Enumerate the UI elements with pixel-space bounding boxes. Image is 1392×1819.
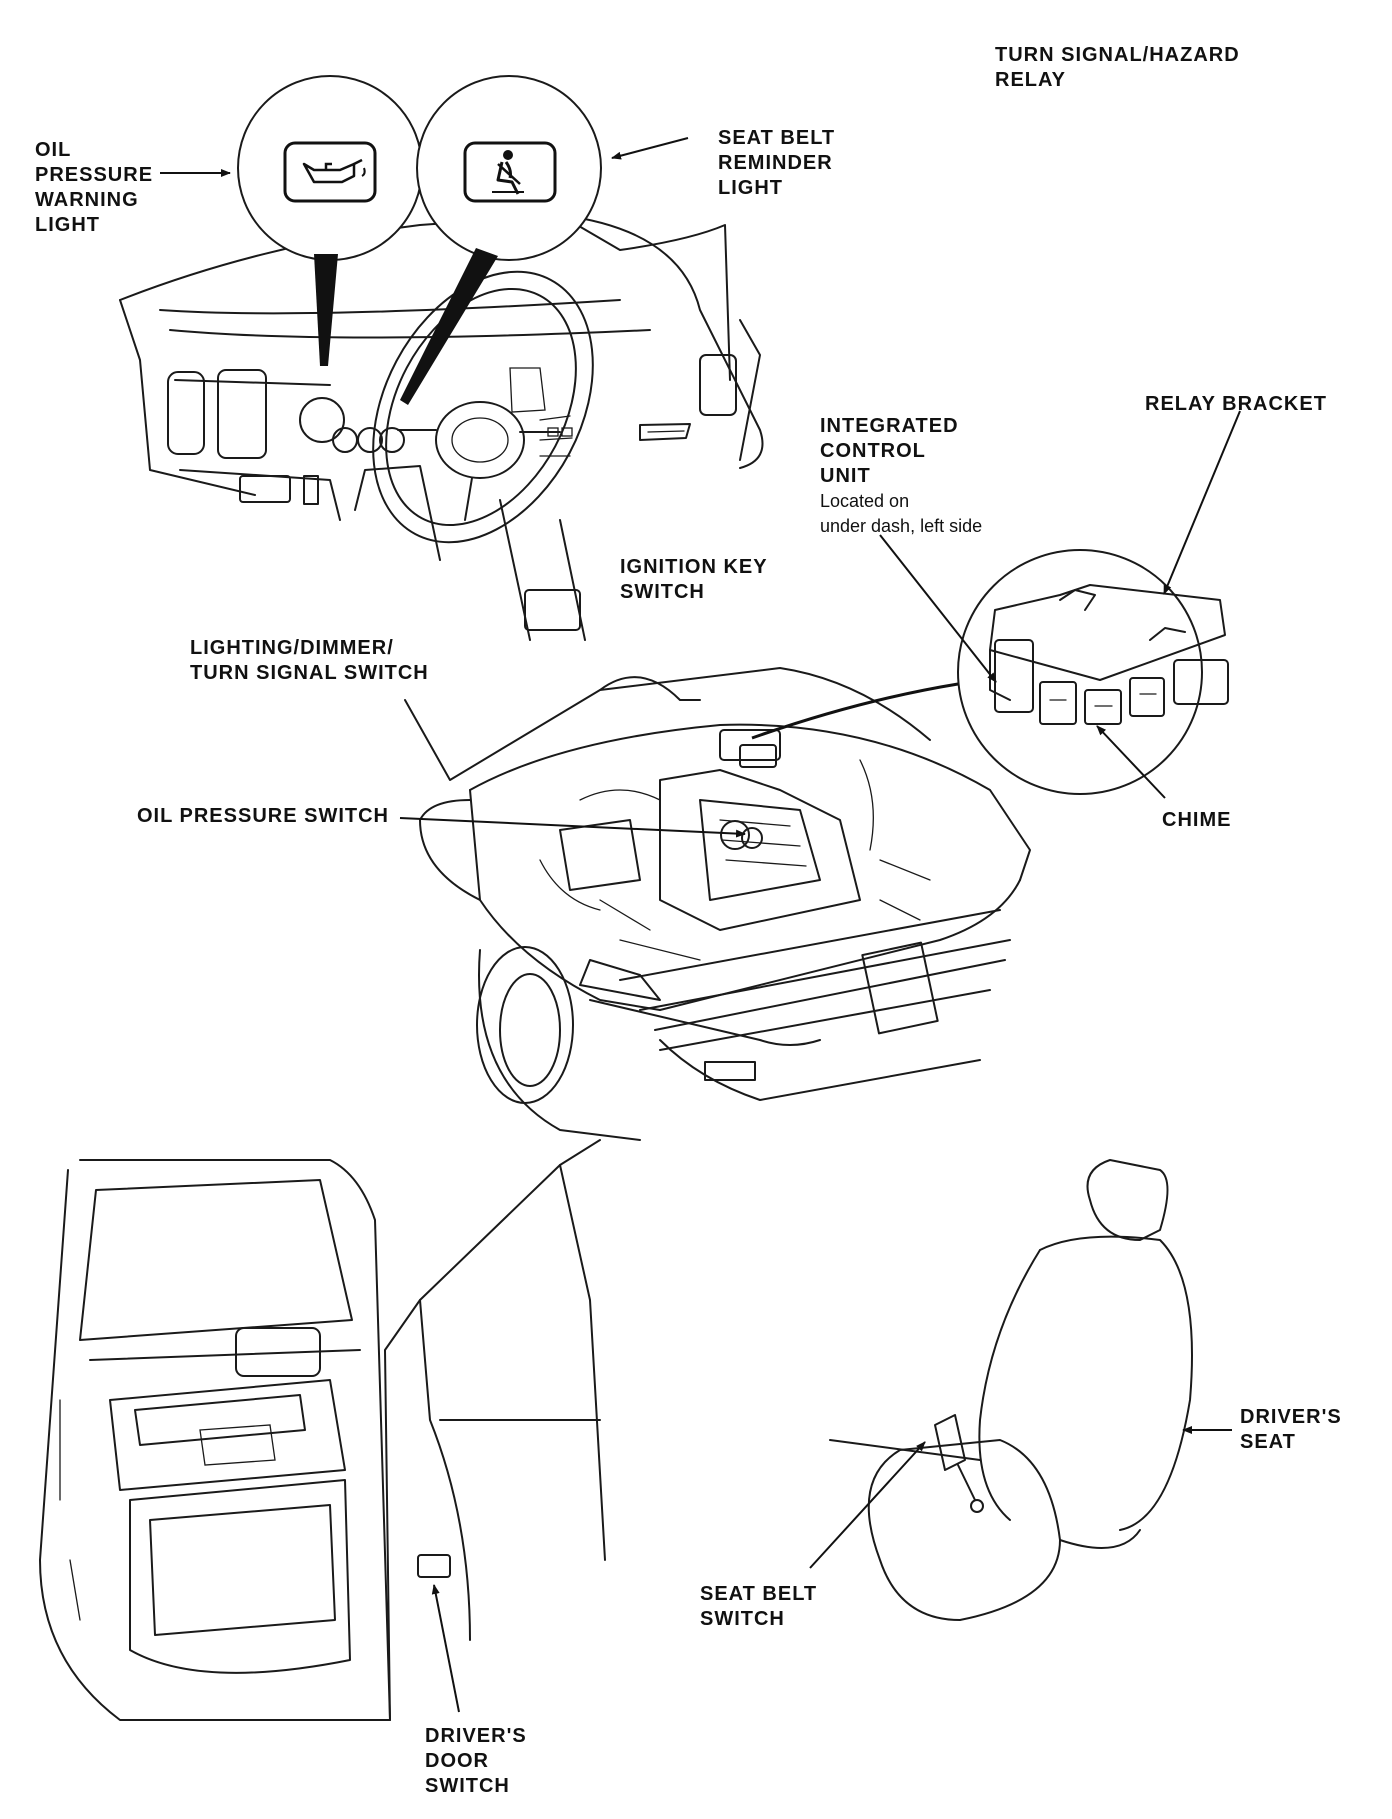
icu-location-note-2: under dash, left side [820, 516, 983, 536]
relay-bracket-callout [751, 549, 1229, 795]
ignition-key-switch-label: IGNITION KEY SWITCH [620, 556, 768, 603]
seat-belt-light-callout [400, 75, 602, 405]
lighting-dimmer-turn-signal-switch-label: LIGHTING/DIMMER/ TURN SIGNAL SWITCH [190, 637, 429, 684]
chime-label: CHIME [1162, 809, 1232, 831]
leader-lines [160, 137, 1241, 1713]
dashboard-drawing [119, 214, 764, 641]
oil-pressure-warning-light-label: OIL PRESSURE WARNING LIGHT [35, 139, 154, 236]
oil-pressure-switch-label: OIL PRESSURE SWITCH [137, 805, 389, 827]
oil-light-callout [237, 75, 423, 366]
seat-belt-reminder-light-label: SEAT BELT REMINDER LIGHT [718, 127, 836, 199]
oil-can-icon [283, 141, 377, 203]
relay-bracket-label: RELAY BRACKET [1145, 393, 1327, 415]
seat-belt-switch-label: SEAT BELT SWITCH [700, 1583, 818, 1630]
seat-belt-icon [463, 141, 557, 203]
turn-signal-relay-label: TURN SIGNAL/HAZARD RELAY [995, 44, 1240, 91]
seat-drawing [829, 1159, 1193, 1621]
door-drawing [39, 1139, 606, 1721]
drivers-door-switch-label: DRIVER'S DOOR SWITCH [425, 1725, 527, 1797]
integrated-control-unit-label: INTEGRATED CONTROL UNIT Located on under… [820, 414, 982, 539]
car-drawing [404, 667, 1031, 1141]
icu-location-note: Located on [820, 491, 910, 511]
drivers-seat-label: DRIVER'S SEAT [1240, 1406, 1342, 1453]
